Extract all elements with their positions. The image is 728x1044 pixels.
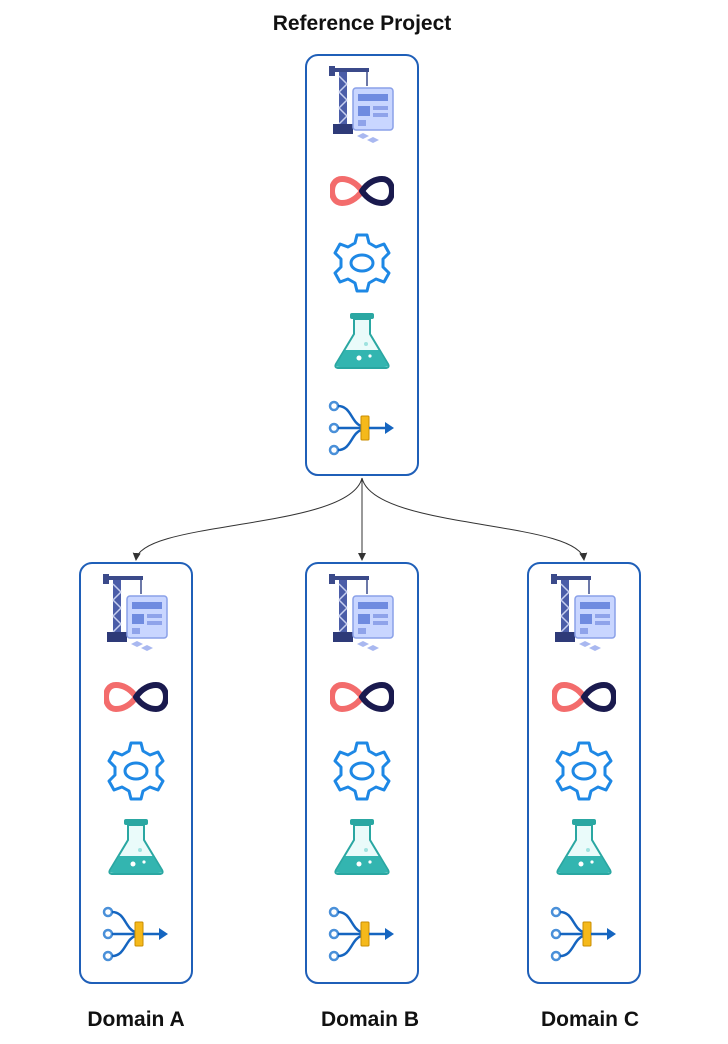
infinity-devops-icon (330, 682, 394, 712)
domain-b-card (305, 562, 419, 984)
pipeline-icon (327, 398, 397, 458)
infinity-devops-icon (104, 682, 168, 712)
flask-icon (554, 818, 614, 876)
connector-domain-a (132, 477, 363, 561)
flask-icon (106, 818, 166, 876)
flask-icon (332, 312, 392, 370)
reference-project-title: Reference Project (272, 12, 452, 35)
crane-build-icon (327, 66, 397, 146)
domain-c-card (527, 562, 641, 984)
domain-b-label: Domain B (320, 1008, 420, 1031)
infinity-devops-icon (330, 176, 394, 206)
reference-project-card (305, 54, 419, 476)
pipeline-icon (327, 904, 397, 964)
domain-a-label: Domain A (87, 1008, 185, 1031)
crane-build-icon (327, 574, 397, 654)
gear-icon (328, 741, 396, 801)
gear-icon (550, 741, 618, 801)
domain-a-card (79, 562, 193, 984)
infinity-devops-icon (552, 682, 616, 712)
flask-icon (332, 818, 392, 876)
gear-icon (102, 741, 170, 801)
crane-build-icon (101, 574, 171, 654)
connector-domain-c (361, 477, 588, 561)
crane-build-icon (549, 574, 619, 654)
domain-c-label: Domain C (540, 1008, 640, 1031)
pipeline-icon (549, 904, 619, 964)
gear-icon (328, 233, 396, 293)
pipeline-icon (101, 904, 171, 964)
